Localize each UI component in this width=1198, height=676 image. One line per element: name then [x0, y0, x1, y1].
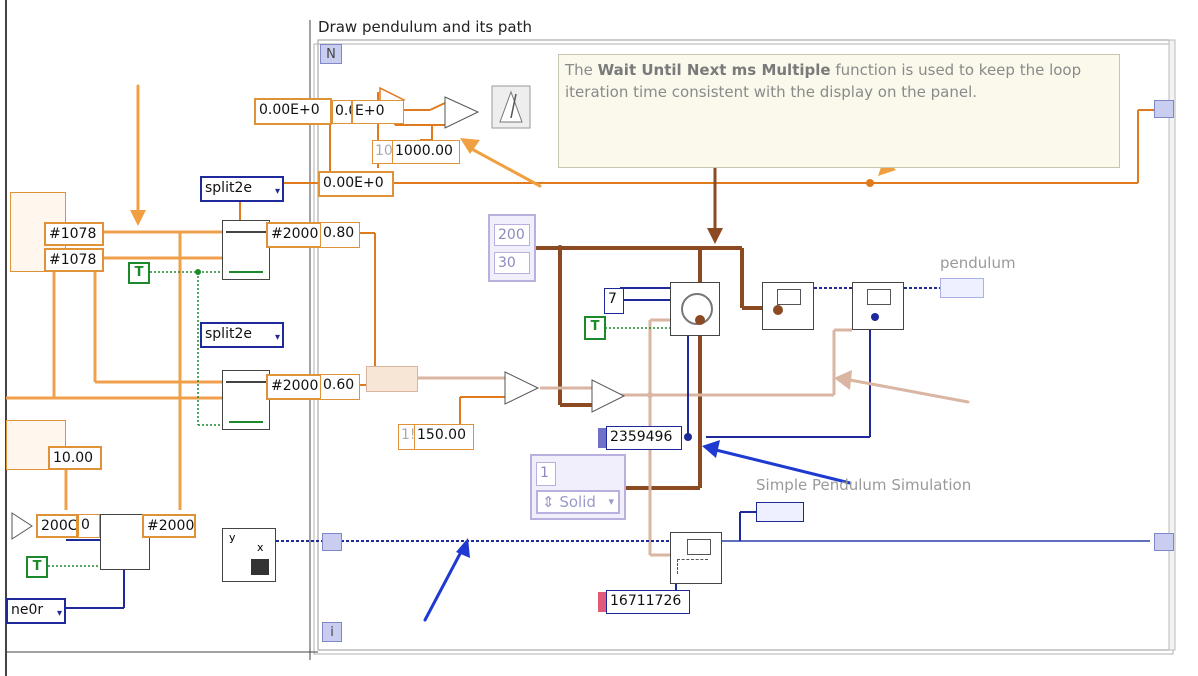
line-style-cluster[interactable]: 1 ⇕ Solid ▾ [530, 454, 626, 520]
constant-0e0-b[interactable]: 0.0 [332, 100, 352, 124]
constant-2000-d[interactable]: #2000 [142, 514, 196, 538]
constant-2000-a[interactable]: #2000 [266, 222, 322, 248]
updown-icon: ⇕ [542, 493, 555, 511]
pendulum-label: pendulum [940, 254, 1016, 272]
constant-060[interactable]: 0.60 [320, 374, 360, 400]
constant-200c-tail[interactable]: 0 [78, 514, 100, 538]
constant-0e0-d[interactable]: 0.00E+0 [318, 171, 394, 197]
shift-register-right[interactable] [1154, 533, 1174, 551]
x-axis-label: x [257, 541, 264, 554]
ring-split-a[interactable]: split2e▾ [200, 176, 284, 202]
bool-true-constant-b[interactable]: T [26, 556, 48, 578]
pendulum-indicator[interactable] [940, 278, 984, 298]
chevron-down-icon: ▾ [608, 495, 614, 508]
constant-200c[interactable]: 200C [36, 514, 78, 538]
color-swatch-a [598, 428, 606, 448]
draw-path-subvi[interactable] [670, 532, 722, 584]
chevron-down-icon: ▾ [274, 186, 280, 197]
constant-1078-b[interactable]: #1078 [44, 248, 104, 272]
constant-1078-a[interactable]: #1078 [44, 222, 104, 246]
loop-iteration-terminal[interactable]: i [322, 622, 342, 642]
constant-0e0-c[interactable]: E+0 [352, 100, 404, 124]
constant-150[interactable]: 150.00 [414, 424, 474, 450]
comment-prefix: The [565, 61, 598, 79]
loop-count-terminal[interactable]: N [320, 44, 342, 64]
bool-true-constant-a[interactable]: T [128, 262, 150, 284]
cluster-size[interactable]: 200 30 [488, 214, 536, 282]
subvi-split-a[interactable] [222, 220, 270, 280]
constant-30[interactable]: 30 [494, 252, 530, 274]
subvi-split-b[interactable] [222, 370, 270, 430]
frame-title: Draw pendulum and its path [318, 18, 533, 36]
color-constant-b[interactable]: 16711726 [606, 590, 690, 614]
constant-7[interactable]: 7 [604, 288, 624, 314]
bool-true-constant-c[interactable]: T [584, 316, 606, 340]
ring-mode[interactable]: ne0r▾ [6, 598, 66, 624]
draw-circle-subvi[interactable] [670, 282, 720, 336]
constant-1000[interactable]: 1000.00 [392, 140, 460, 164]
comment-box: The Wait Until Next ms Multiple function… [558, 54, 1120, 168]
simple-pendulum-label: Simple Pendulum Simulation [756, 476, 972, 494]
constant-200[interactable]: 200 [494, 224, 530, 246]
constant-0e0-a[interactable]: 0.00E+0 [254, 98, 332, 125]
constant-1[interactable]: 1 [536, 462, 556, 486]
comment-suffix: function is used to keep the loop iterat… [565, 61, 1082, 101]
chevron-down-icon: ▾ [56, 608, 62, 619]
constant-080[interactable]: 0.80 [320, 222, 360, 248]
shift-register-left[interactable] [322, 533, 342, 551]
color-constant-a[interactable]: 2359496 [606, 426, 682, 450]
comment-bold: Wait Until Next ms Multiple [597, 61, 831, 79]
chevron-down-icon: ▾ [274, 332, 280, 343]
constant-2000-b[interactable]: #2000 [266, 374, 322, 400]
y-axis-label: y [229, 531, 236, 544]
draw-point-subvi[interactable] [852, 282, 904, 330]
constant-10[interactable]: 10.00 [48, 446, 102, 470]
constant-1000-prefix[interactable]: 10 [372, 140, 394, 164]
simple-pendulum-indicator[interactable] [756, 502, 804, 522]
xy-graph-terminal[interactable]: y x [222, 528, 276, 582]
line-style-ring[interactable]: ⇕ Solid ▾ [536, 490, 620, 514]
ring-split-b[interactable]: split2e▾ [200, 322, 284, 348]
ramp-pattern-subvi[interactable] [100, 514, 150, 570]
shift-register-right-top[interactable] [1154, 100, 1174, 118]
draw-line-subvi[interactable] [762, 282, 814, 330]
color-swatch-b [598, 592, 606, 612]
bundle-node[interactable] [366, 366, 418, 392]
